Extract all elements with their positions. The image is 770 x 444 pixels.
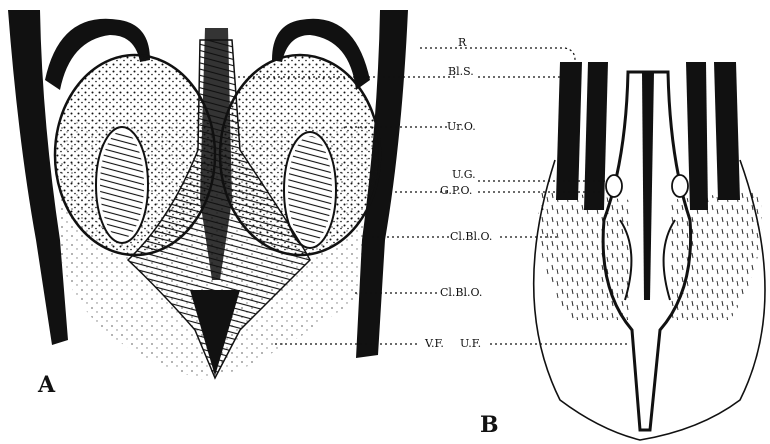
panel-b-left-papilla [606,175,622,197]
panel-b-right-tissue [670,190,762,320]
panel-b-left-canal-inner [584,62,608,210]
panel-a-left-ovoid-fibers [100,131,144,239]
label-uf: U.F. [460,337,481,350]
labels: R Bl.S. Ur.O. U.G. G.P.O. Cl.Bl.O. Cl.Bl… [424,36,492,350]
panel-b-left-canal-outer [556,62,582,200]
panel-a: A [8,10,408,398]
panel-b-right-canal-outer [714,62,740,200]
panel-b: B [480,62,765,440]
label-vf: V.F. [424,337,444,350]
label-bls: Bl.S. [448,65,474,78]
panel-b-left-tissue [538,190,630,320]
leader-r [420,48,575,60]
label-uro: Ur.O. [447,120,476,133]
label-clblo-upper: Cl.Bl.O. [450,230,492,243]
panel-b-right-papilla [672,175,688,197]
label-clblo-lower: Cl.Bl.O. [440,286,482,299]
label-gpo: G.P.O. [440,184,472,197]
panel-a-letter: A [37,372,56,398]
panel-b-letter: B [480,412,499,438]
panel-b-right-canal-inner [686,62,708,210]
panel-a-right-ovoid-fibers [288,136,332,244]
label-r: R [458,36,467,49]
panel-b-central-rod [642,72,654,300]
label-ug: U.G. [452,168,476,181]
